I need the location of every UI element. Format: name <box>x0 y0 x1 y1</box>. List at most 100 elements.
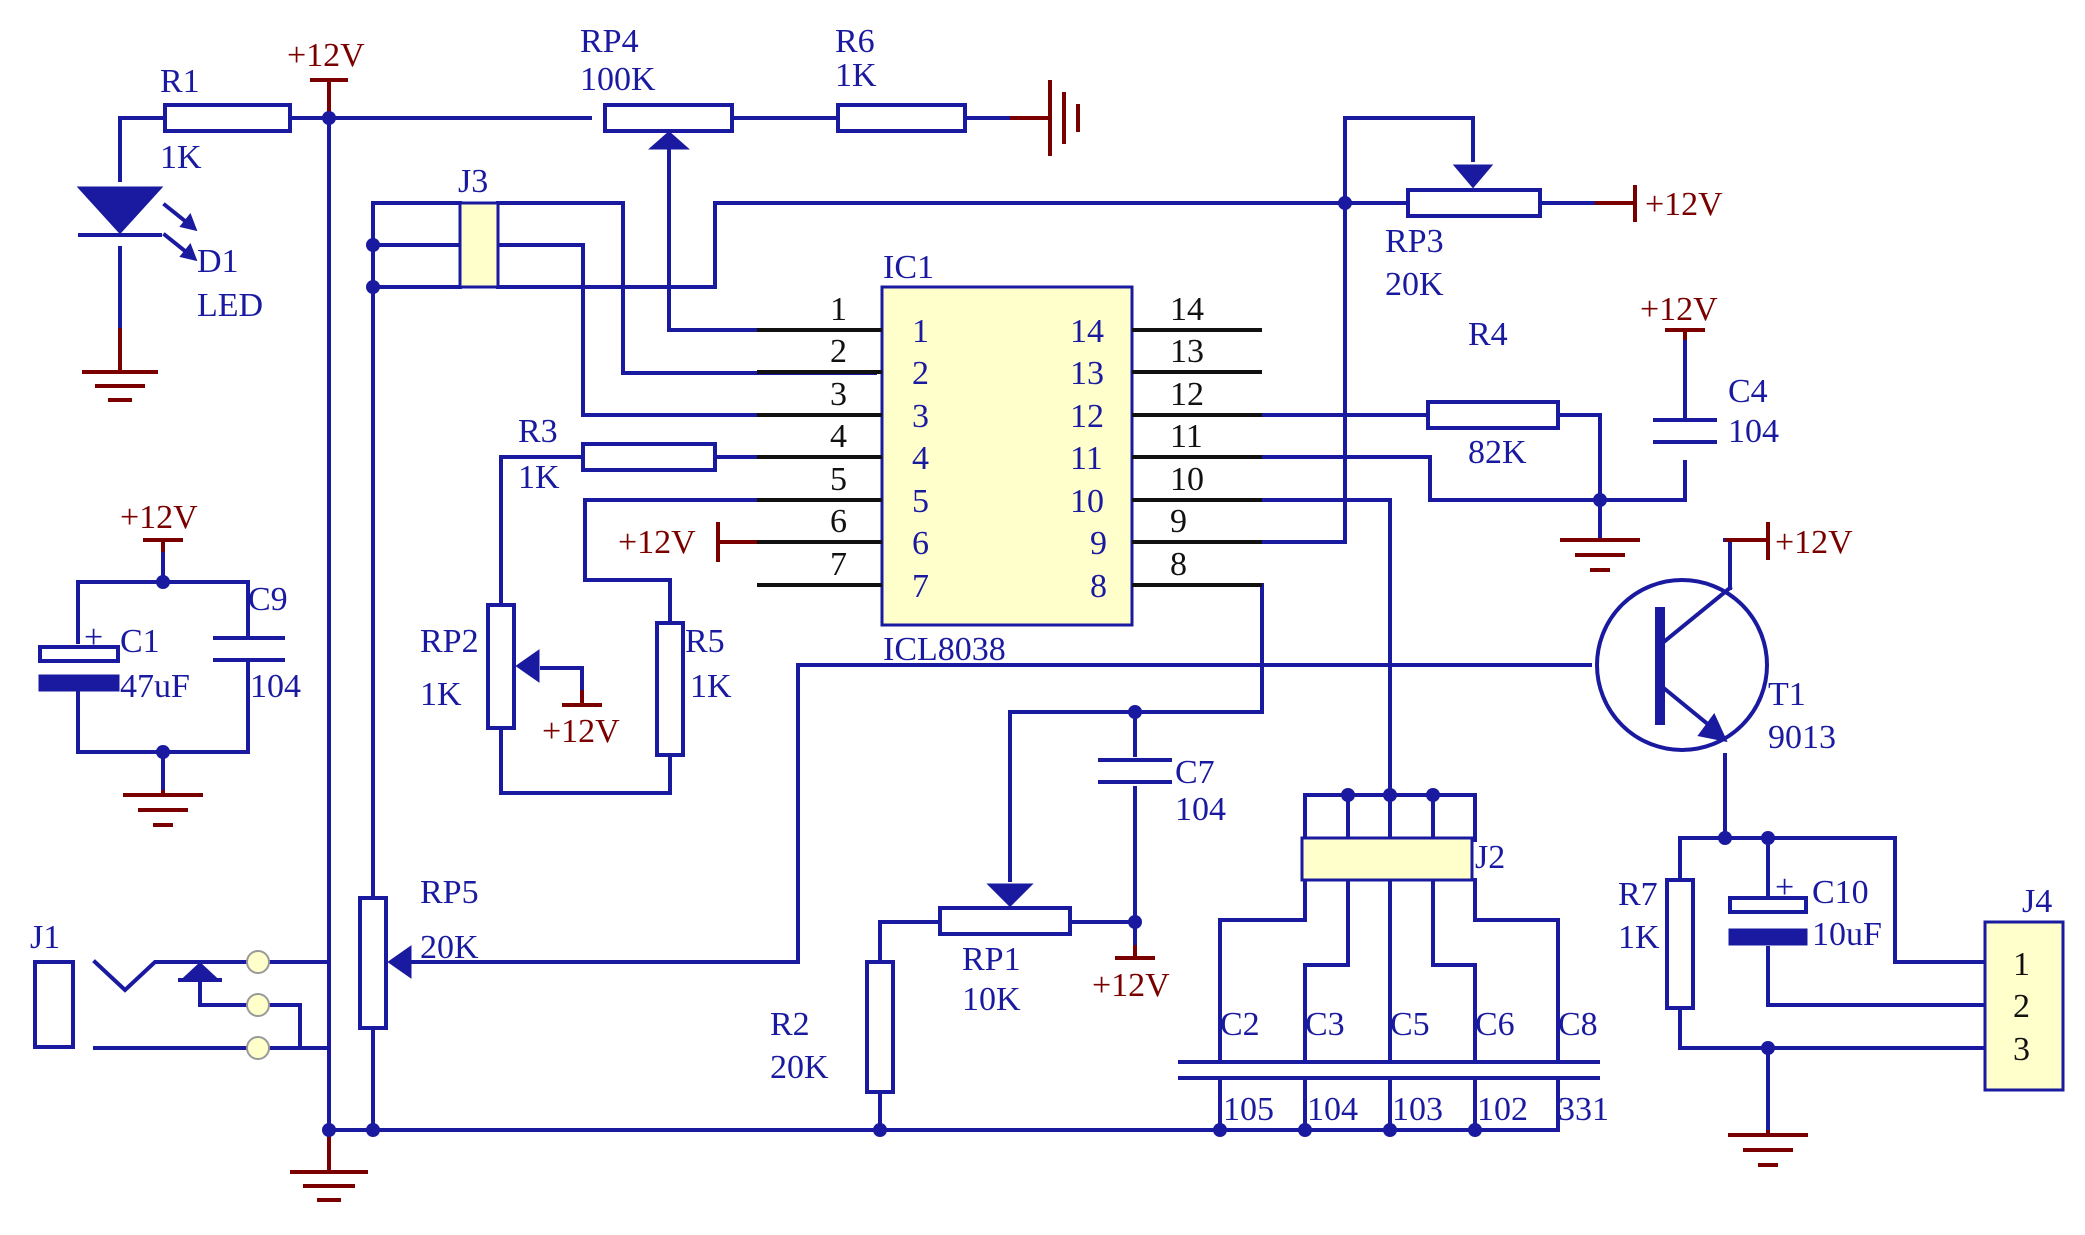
r5-value: 1K <box>690 668 732 705</box>
pin-label-7: 7 <box>912 568 929 605</box>
vcc-label: +12V <box>1645 186 1723 223</box>
j4-pin-2: 2 <box>2013 988 2030 1025</box>
ic1-inner-right-numbers: 14 13 12 11 10 9 8 <box>1070 313 1107 605</box>
jack-terminal-1 <box>246 950 270 974</box>
c4-ref: C4 <box>1728 373 1768 410</box>
pin-label-2: 2 <box>912 355 929 392</box>
capacitor-c4: C4 104 <box>1653 373 1779 450</box>
capacitor-c9: C9 104 <box>213 581 301 705</box>
c3-value: 104 <box>1307 1091 1358 1128</box>
resistor-r1: R1 1K <box>160 63 292 176</box>
ic1-inner-left-numbers: 1 2 3 4 5 6 7 <box>912 313 929 605</box>
pin-number-10: 10 <box>1170 461 1204 498</box>
ground-symbols <box>82 80 1808 1202</box>
plus-icon: + <box>1775 869 1794 906</box>
c1-value: 47uF <box>120 668 190 705</box>
ic1-ref: IC1 <box>883 249 934 286</box>
c2-ref: C2 <box>1220 1006 1260 1043</box>
r4-ref: R4 <box>1468 316 1508 353</box>
j4-pin-3: 3 <box>2013 1031 2030 1068</box>
vcc-label: +12V <box>287 37 365 74</box>
r6-ref: R6 <box>835 23 875 60</box>
pin-number-6: 6 <box>830 503 847 540</box>
wiper-arrow-icon <box>1452 164 1494 189</box>
rp1-ref: RP1 <box>962 941 1021 978</box>
capacitor-c5: C5 103 <box>1347 1006 1443 1128</box>
vcc-label: +12V <box>618 524 696 561</box>
pin-number-5: 5 <box>830 461 847 498</box>
ic1-pin-stubs <box>757 328 1262 587</box>
c1-ref: C1 <box>120 623 160 660</box>
capacitor-c7: C7 104 <box>1098 754 1226 828</box>
capacitor-c6: C6 102 <box>1432 1006 1528 1128</box>
pin-number-13: 13 <box>1170 333 1204 370</box>
potentiometer-rp3: RP3 20K <box>1385 164 1542 303</box>
c9-ref: C9 <box>248 581 288 618</box>
pin-label-9: 9 <box>1090 525 1107 562</box>
vcc-label: +12V <box>1092 967 1170 1004</box>
d1-value: LED <box>197 287 263 324</box>
c5-value: 103 <box>1392 1091 1443 1128</box>
ic1-outer-right-numbers: 14 13 12 11 10 9 8 <box>1170 291 1204 583</box>
ic1-part-number: ICL8038 <box>883 631 1006 668</box>
r2-ref: R2 <box>770 1006 810 1043</box>
wires <box>76 78 1987 1132</box>
vcc-rp2: +12V <box>542 690 620 750</box>
c7-value: 104 <box>1175 791 1226 828</box>
led-d1: D1 LED <box>76 186 263 324</box>
rp2-value: 1K <box>420 676 462 713</box>
pin-number-9: 9 <box>1170 503 1187 540</box>
pin-label-10: 10 <box>1070 483 1104 520</box>
c8-value: 331 <box>1558 1091 1609 1128</box>
pin-label-1: 1 <box>912 313 929 350</box>
pin-number-4: 4 <box>830 418 847 455</box>
pin-label-12: 12 <box>1070 398 1104 435</box>
capacitor-c1: + C1 47uF <box>38 619 190 705</box>
rp5-value: 20K <box>420 929 479 966</box>
r6-value: 1K <box>835 57 877 94</box>
pin-label-4: 4 <box>912 440 929 477</box>
rp2-ref: RP2 <box>420 623 479 660</box>
c5-ref: C5 <box>1390 1006 1430 1043</box>
c9-value: 104 <box>250 668 301 705</box>
resistor-r7: R7 1K <box>1618 876 1695 1010</box>
vcc-t1: +12V <box>1725 522 1853 561</box>
pin-number-8: 8 <box>1170 546 1187 583</box>
pin-number-14: 14 <box>1170 291 1204 328</box>
r5-ref: R5 <box>685 623 725 660</box>
capacitor-c8: C8 331 <box>1516 1006 1609 1128</box>
pin-label-6: 6 <box>912 525 929 562</box>
pin-label-3: 3 <box>912 398 929 435</box>
t1-value: 9013 <box>1768 719 1836 756</box>
wiper-arrow-icon <box>648 130 690 150</box>
rp5-ref: RP5 <box>420 874 479 911</box>
resistor-r5: R5 1K <box>655 621 732 757</box>
ic1-body <box>880 285 1134 627</box>
pin-number-12: 12 <box>1170 376 1204 413</box>
power-symbols: +12V +12V +12V +12V +12V +12V +12V +12V <box>120 37 1853 1004</box>
c6-ref: C6 <box>1475 1006 1515 1043</box>
wiper-arrow-icon <box>387 945 412 979</box>
j2-ref: J2 <box>1475 839 1505 876</box>
connector-j4: J4 1 2 3 <box>1983 883 2065 1092</box>
vcc-label: +12V <box>1640 291 1718 328</box>
vcc-label: +12V <box>120 499 198 536</box>
pin-label-5: 5 <box>912 483 929 520</box>
pin-number-11: 11 <box>1170 418 1203 455</box>
jack-terminal-3 <box>246 1036 270 1060</box>
dc-jack-j1: J1 <box>30 919 270 1060</box>
ground-icon <box>123 790 203 827</box>
ground-icon <box>1728 1130 1808 1167</box>
potentiometer-rp4: RP4 100K <box>580 23 734 150</box>
ground-icon <box>1010 80 1080 156</box>
c7-ref: C7 <box>1175 754 1215 791</box>
t1-ref: T1 <box>1768 676 1806 713</box>
pin-number-1: 1 <box>830 291 847 328</box>
r1-value: 1K <box>160 139 202 176</box>
transistor-t1: T1 9013 <box>1595 578 1836 756</box>
plus-icon: + <box>84 619 103 656</box>
pin-label-11: 11 <box>1070 440 1103 477</box>
vcc-c4: +12V <box>1640 291 1718 340</box>
potentiometer-rp2: RP2 1K <box>420 603 540 730</box>
capacitor-c10: + C10 10uF <box>1728 869 1882 953</box>
